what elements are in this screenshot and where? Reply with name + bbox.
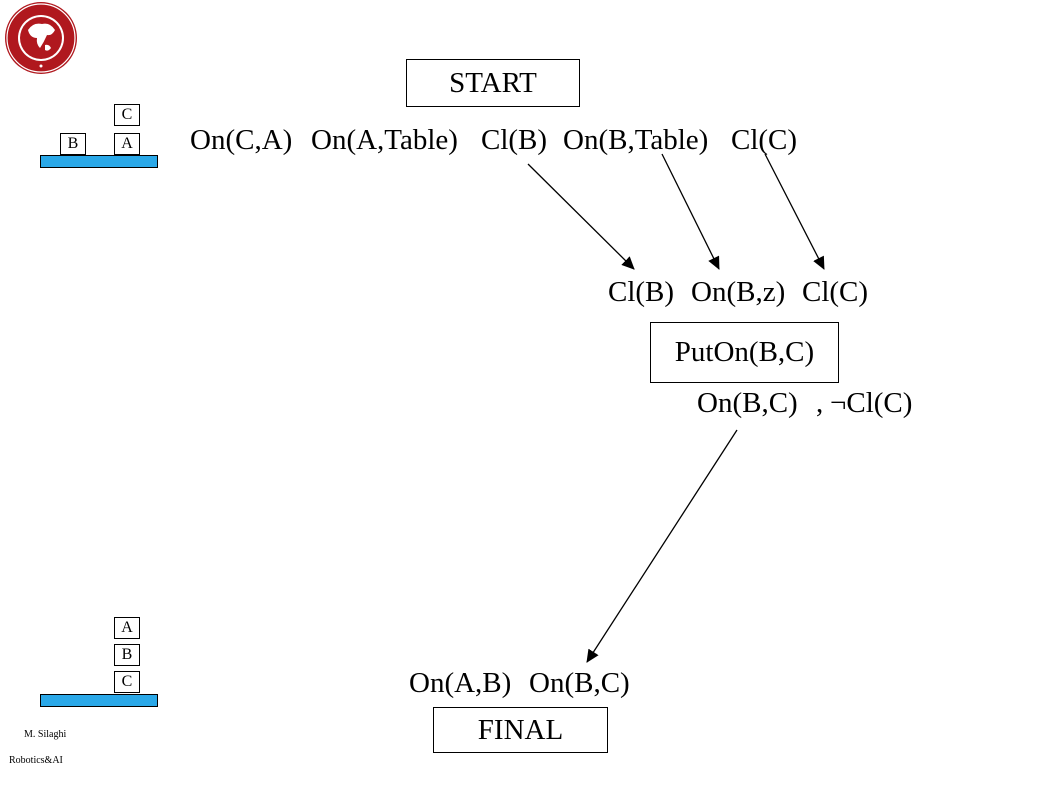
link-on-b-c [586, 429, 738, 663]
block-a: A [114, 133, 140, 155]
final-node: FINAL [433, 707, 608, 753]
precondition-cl-c: Cl(C) [802, 276, 869, 308]
goal-on-b-c: On(B,C) [529, 667, 630, 699]
effect-separator: , [816, 387, 824, 419]
condition-on-b-table: On(B,Table) [563, 124, 709, 156]
condition-cl-c: Cl(C) [731, 124, 798, 156]
precondition-cl-b: Cl(B) [608, 276, 675, 308]
effect-not-cl-c: ¬Cl(C) [830, 387, 913, 419]
table-surface [40, 694, 158, 707]
block-a: A [114, 617, 140, 639]
goal-on-a-b: On(A,B) [409, 667, 512, 699]
block-b: B [60, 133, 86, 155]
link-on-b-table [661, 153, 720, 270]
effect-on-b-c: On(B,C) [697, 387, 798, 419]
course-label: Robotics&AI [9, 755, 63, 766]
link-cl-b [527, 163, 635, 270]
block-b: B [114, 644, 140, 666]
block-c: C [114, 671, 140, 693]
institute-logo [0, 0, 82, 76]
condition-on-a-table: On(A,Table) [311, 124, 458, 156]
action-node: PutOn(B,C) [650, 322, 839, 383]
condition-cl-b: Cl(B) [481, 124, 548, 156]
condition-on-c-a: On(C,A) [190, 124, 293, 156]
start-label: START [449, 66, 537, 99]
block-c: C [114, 104, 140, 126]
start-node: START [406, 59, 580, 107]
action-label: PutOn(B,C) [674, 336, 815, 368]
table-surface [40, 155, 158, 168]
precondition-on-b-z: On(B,z) [691, 276, 786, 308]
final-label: FINAL [477, 713, 564, 746]
author-label: M. Silaghi [24, 729, 67, 740]
seal-icon [5, 2, 77, 74]
link-cl-c [764, 153, 825, 270]
